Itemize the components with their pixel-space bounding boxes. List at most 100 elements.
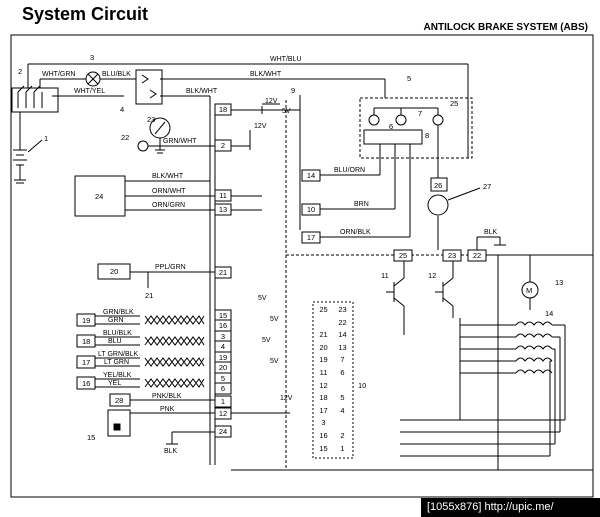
wire-grn-blk: GRN/BLK [103,309,134,316]
label-23: 23 [147,115,155,124]
wire-wht-yel: WHT/YEL [74,88,105,95]
wire-blk-gnd: BLK [484,229,498,236]
connector-10-pin: 11 [319,367,328,377]
connector-10-pin [314,317,333,330]
wire-pnk-blk: PNK/BLK [152,393,182,400]
term-left-8: 4 [221,342,225,351]
label-5: 5 [407,74,411,83]
label-10: 10 [358,381,366,390]
label-16: 16 [82,379,90,388]
solenoid-coils [400,255,566,470]
wheel-sensors [76,313,205,390]
transistors [386,261,454,335]
label-24: 24 [95,192,103,201]
wire-blk-bottom: BLK [164,448,178,455]
voltage-5v-2: 5V [270,316,279,323]
term-right-5: 22 [473,251,481,260]
diag-connector-15 [107,409,131,437]
connector-10-row: 12 [314,380,352,393]
wire-blu: BLU [108,338,122,345]
connector-10-pin: 17 [319,405,328,415]
watermark: [1055x876] http://upic.me/ [421,498,600,517]
diagram-subtitle: ANTILOCK BRAKE SYSTEM (ABS) [423,22,588,33]
indicator-lamp [85,71,101,87]
label-18: 18 [82,337,90,346]
label-21: 21 [145,291,153,300]
connector-10-pin: 6 [340,367,345,377]
label-11: 11 [381,271,389,280]
label-12: 12 [428,271,436,280]
label-13: 13 [555,278,563,287]
label-7: 7 [418,109,422,118]
label-2: 2 [18,67,22,76]
connector-10-pin: 16 [319,430,328,440]
label-25-top: 25 [450,99,458,108]
label-4: 4 [120,105,124,114]
label-8: 8 [425,131,429,140]
wire-wht-blu: WHT/BLU [270,56,302,63]
term-left-6: 16 [219,321,227,330]
right-terminal-numbers: 14 10 17 25 23 22 [307,171,481,260]
term-right-2: 17 [307,233,315,242]
connector-10-pin: 25 [319,305,328,314]
ground-blk [166,431,215,445]
diagram-border [10,34,594,498]
wire-wht-grn: WHT/GRN [42,71,75,78]
connector-10 [312,301,354,459]
connector-10-pin: 13 [338,342,347,352]
label-17: 17 [82,358,90,367]
voltage-12v-b: 12V [254,123,267,130]
connector-10-pin: 20 [319,342,328,352]
page-title: System Circuit [22,4,149,24]
label-22: 22 [121,133,129,142]
modulator-internals [363,107,444,145]
left-terminal-numbers: 18 2 11 13 21 15 16 3 4 19 20 5 6 1 12 2… [219,105,227,436]
term-left-3: 13 [219,205,227,214]
wire-blk-wht-mid: BLK/WHT [186,88,218,95]
connector-10-pin: 18 [319,393,328,403]
component-27 [427,194,449,216]
voltage-12v-c: 12V [280,395,293,402]
wire-grn: GRN [108,317,124,324]
wire-grn-wht: GRN/WHT [163,138,197,145]
label-6: 6 [389,122,393,131]
label-20: 20 [110,267,118,276]
leader-1 [27,139,43,153]
connector-10-pin: 22 [338,317,347,327]
connector-10-pin: 21 [319,330,328,340]
term-left-9: 19 [219,353,227,362]
motor-m: M [526,286,532,295]
fuse-box [11,85,59,113]
wire-orn-grn: ORN/GRN [152,202,185,209]
switch-23 [149,117,171,154]
wiring-9 [231,95,301,230]
term-left-4: 21 [219,268,227,277]
battery [13,112,27,184]
connector-10-row: 22 [314,317,352,330]
label-26: 26 [434,181,442,190]
wire-blk-wht-top: BLK/WHT [250,71,282,78]
term-left-0: 18 [219,105,227,114]
term-right-3: 25 [399,251,407,260]
wire-blu-blk-2: BLU/BLK [103,330,132,337]
term-left-7: 3 [221,332,225,341]
term-left-11: 5 [221,374,225,383]
wire-blu-orn: BLU/ORN [334,167,365,174]
right-wiring [320,98,593,256]
wire-lt-grn-blk: LT GRN/BLK [98,351,139,358]
wire-brn: BRN [354,201,369,208]
wire-lt-grn: LT GRN [104,359,129,366]
wire-orn-wht: ORN/WHT [152,188,186,195]
wire-pnk: PNK [160,406,175,413]
label-9: 9 [291,86,295,95]
relay-4 [135,69,163,105]
connector-10-pin: 3 [321,418,326,428]
label-1: 1 [44,134,48,143]
wire-orn-blk: ORN/BLK [340,229,371,236]
